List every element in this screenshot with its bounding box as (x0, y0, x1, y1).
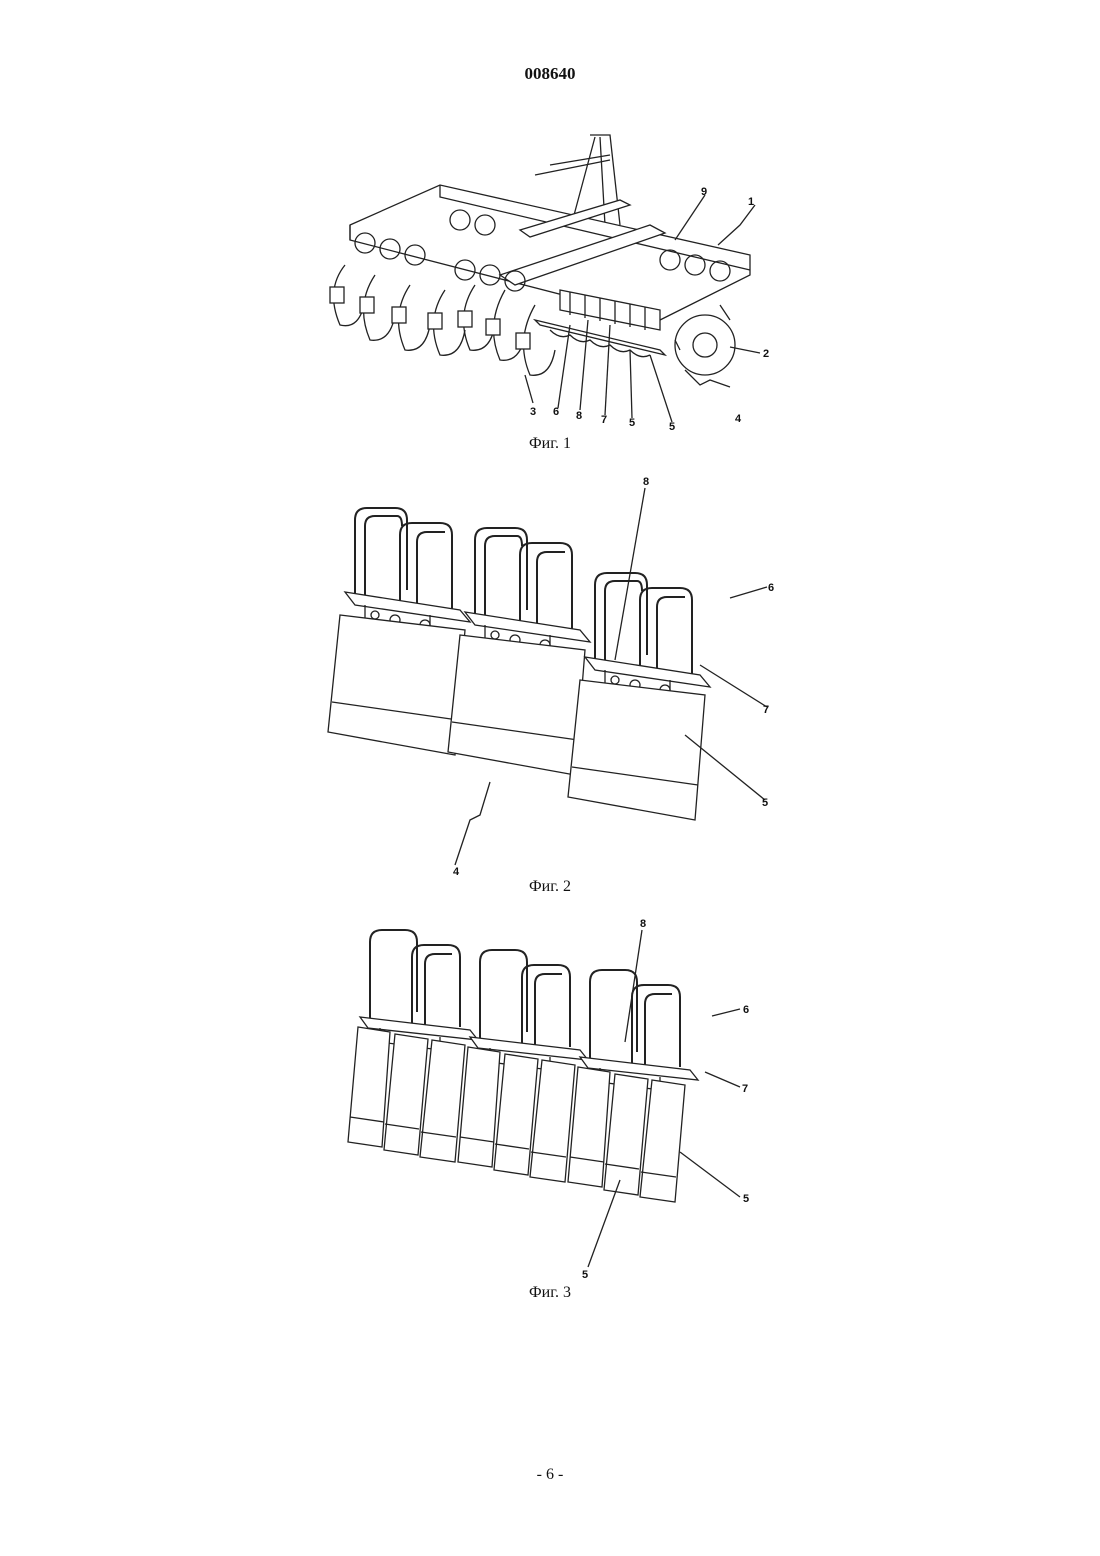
figure-3-caption: Фиг. 3 (0, 1284, 1100, 1302)
figure-3-drawing: 8 6 7 5 5 (320, 912, 790, 1282)
fig2-label-7: 7 (763, 704, 769, 716)
fig1-label-5b: 5 (669, 421, 675, 433)
fig1-label-6: 6 (553, 406, 559, 418)
fig2-label-8: 8 (643, 476, 649, 488)
fig1-label-7: 7 (601, 414, 607, 426)
figure-1-drawing: 9 1 2 4 3 6 8 7 5 5 (320, 125, 790, 435)
fig1-label-3: 3 (530, 406, 536, 418)
fig2-label-6: 6 (768, 582, 774, 594)
fig3-label-5b: 5 (582, 1269, 588, 1281)
fig3-label-6: 6 (743, 1004, 749, 1016)
document-number: 008640 (0, 64, 1100, 84)
figure-2-caption: Фиг. 2 (0, 878, 1100, 896)
figure-1-caption: Фиг. 1 (0, 435, 1100, 453)
figure-2-drawing: 8 6 7 5 4 (320, 470, 790, 880)
fig1-label-9: 9 (701, 186, 707, 198)
page-number: - 6 - (0, 1466, 1100, 1484)
fig3-label-5a: 5 (743, 1193, 749, 1205)
fig3-label-8: 8 (640, 918, 646, 930)
fig1-label-8: 8 (576, 410, 582, 422)
fig2-label-5: 5 (762, 797, 768, 809)
fig1-label-2: 2 (763, 348, 769, 360)
fig1-label-4: 4 (735, 413, 742, 425)
fig1-label-1: 1 (748, 196, 754, 208)
fig1-label-5a: 5 (629, 417, 635, 429)
fig3-label-7: 7 (742, 1083, 748, 1095)
fig2-label-4: 4 (453, 866, 460, 878)
